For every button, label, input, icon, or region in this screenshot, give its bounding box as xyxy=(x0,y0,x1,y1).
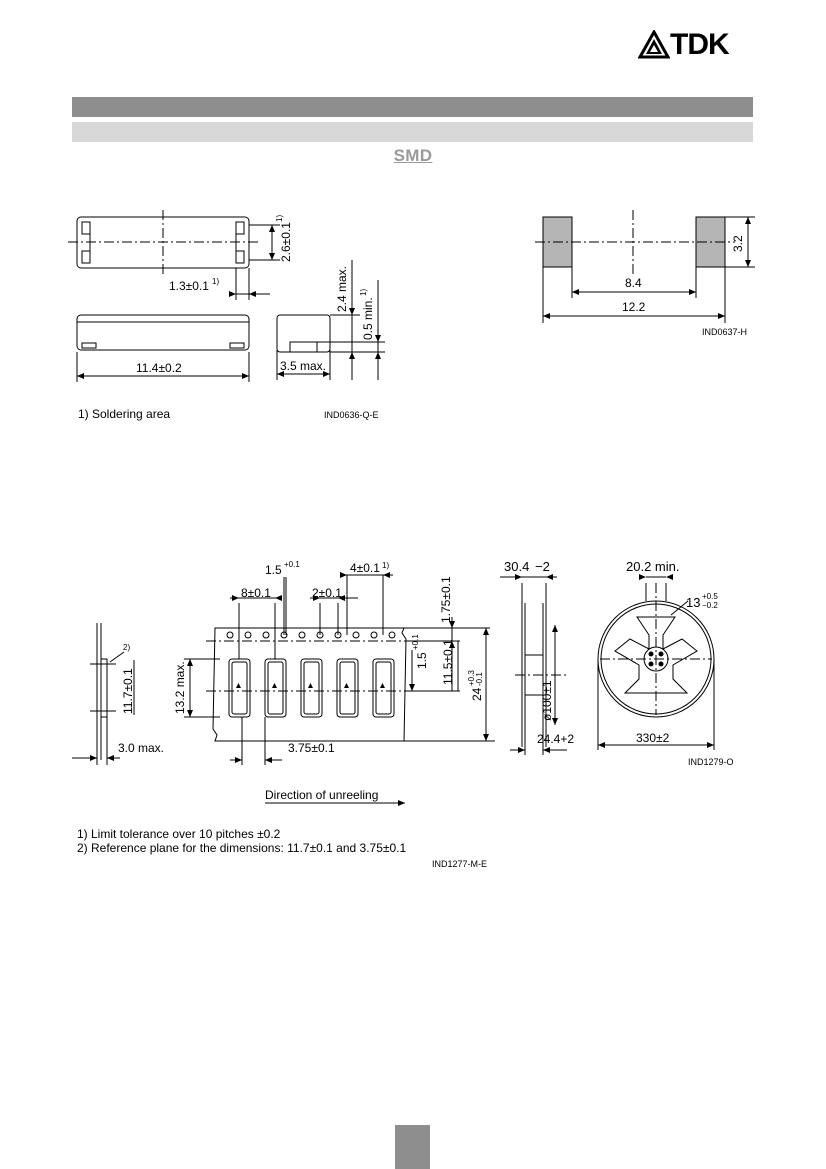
dim-arbor: 13 xyxy=(686,595,700,610)
component-footnote: 1) Soldering area xyxy=(78,407,170,421)
dim-pocket-len-max: 13.2 max. xyxy=(173,661,187,714)
dim-pocket-width: 3.75±0.1 xyxy=(288,741,335,755)
dim-hub-min: 20.2 min. xyxy=(626,559,679,574)
tape-drawing-id: IND1277-M-E xyxy=(432,859,487,869)
tdk-logo: TDK xyxy=(637,28,758,62)
dim-hole-dia-tol: +0.1 xyxy=(284,560,300,569)
dim-pocket-dia: 1.5 xyxy=(415,652,429,669)
tape-drawing: 1.5 +0.1 4±0.1 1) 8±0.1 2±0.1 1.75±0.1 1… xyxy=(72,560,495,869)
tdk-triangle-icon xyxy=(637,28,671,59)
dim-tape-width-tol-bot: -0.1 xyxy=(475,672,484,686)
dim-outer: 12.2 xyxy=(622,300,646,314)
dim-pocket-dia-tol: +0.1 xyxy=(411,634,420,650)
dim-pocket-pitch: 8±0.1 xyxy=(241,586,271,600)
dim-edge: 1.75±0.1 xyxy=(439,576,453,623)
dim-center: 11.5±0.1 xyxy=(441,639,455,685)
reel-drawing: 30.4 −2 ø100±1 24.4+2 20.2 min. 13 +0.5 … xyxy=(500,559,734,767)
header-band-light xyxy=(72,122,753,142)
dim-inner-width: 24.4+2 xyxy=(537,732,574,746)
dim-hole-pitch-sup: 1) xyxy=(382,561,389,570)
dim-tape-width-tol-top: +0.3 xyxy=(467,670,476,686)
dim-gap-min-sup: 1) xyxy=(359,289,368,296)
reel-drawing-id: IND1279-O xyxy=(688,757,734,767)
dim-arbor-tol-bot: −0.2 xyxy=(702,601,718,610)
dim-solder-length-sup: 1) xyxy=(212,277,219,286)
dim-solder-width-sup: 1) xyxy=(275,215,284,222)
dim-solder-length: 1.3±0.1 xyxy=(169,279,209,293)
component-drawing: 2.6±0.1 1) 1.3±0.1 1) 2.4 max. 0.5 min. … xyxy=(68,210,385,421)
tape-footnote-1: 1) Limit tolerance over 10 pitches ±0.2 xyxy=(77,827,281,841)
header-band-dark xyxy=(72,97,753,117)
dim-pocket-len: 11.7±0.1 xyxy=(121,668,135,714)
dim-tape-width: 24 xyxy=(470,687,484,701)
dim-pocket-depth: 3.0 max. xyxy=(118,741,164,755)
footprint-drawing: 3.2 8.4 12.2 IND0637-H xyxy=(535,210,755,337)
component-drawing-id: IND0636-Q-E xyxy=(324,410,379,420)
dim-reel-width: 30.4 xyxy=(504,559,529,574)
dim-hole-dia: 1.5 xyxy=(265,563,282,577)
component-side-view xyxy=(76,314,250,351)
dim-solder-width: 2.6±0.1 xyxy=(279,222,293,262)
dim-height-max: 2.4 max. xyxy=(335,266,349,312)
dim-inner: 8.4 xyxy=(625,276,642,290)
section-title: SMD xyxy=(393,146,433,165)
dim-width-max: 3.5 max. xyxy=(280,359,326,373)
page-number-box xyxy=(395,1125,430,1169)
dim-hub-dia: ø100±1 xyxy=(540,680,554,721)
dim-pad-height: 3.2 xyxy=(731,235,745,252)
dim-reel-dia: 330±2 xyxy=(636,731,670,745)
dim-gap-min: 0.5 min. xyxy=(361,297,375,340)
dim-length: 11.4±0.2 xyxy=(136,361,182,375)
brand-name: TDK xyxy=(670,28,730,61)
dim-arbor-tol-top: +0.5 xyxy=(702,592,718,601)
direction-label: Direction of unreeling xyxy=(265,788,378,802)
footprint-drawing-id: IND0637-H xyxy=(702,327,747,337)
dim-hole-pitch: 4±0.1 xyxy=(350,561,380,575)
dim-reel-width-tol: −2 xyxy=(535,559,550,574)
tape-footnote-2: 2) Reference plane for the dimensions: 1… xyxy=(77,841,406,855)
dim-hole-to-pocket: 2±0.1 xyxy=(312,586,342,600)
ref-marker: 2) xyxy=(123,643,130,652)
